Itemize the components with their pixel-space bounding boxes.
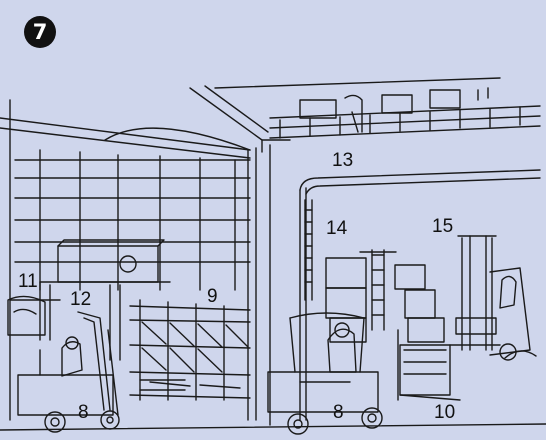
callout-8-center: 8	[333, 403, 344, 422]
callout-14: 14	[326, 219, 347, 238]
callout-9: 9	[207, 287, 218, 306]
callout-13: 13	[332, 151, 353, 170]
left-forklift	[18, 312, 185, 432]
floor-line	[0, 424, 546, 430]
left-warehouse-building	[0, 100, 250, 420]
callout-8-left: 8	[78, 403, 89, 422]
center-forklift	[268, 313, 382, 434]
callout-15: 15	[432, 217, 453, 236]
callout-11: 11	[18, 272, 38, 291]
pallet-rack	[130, 300, 250, 400]
callout-12: 12	[70, 290, 91, 309]
figure-number-badge: 7	[24, 16, 56, 48]
callout-10: 10	[434, 403, 455, 422]
